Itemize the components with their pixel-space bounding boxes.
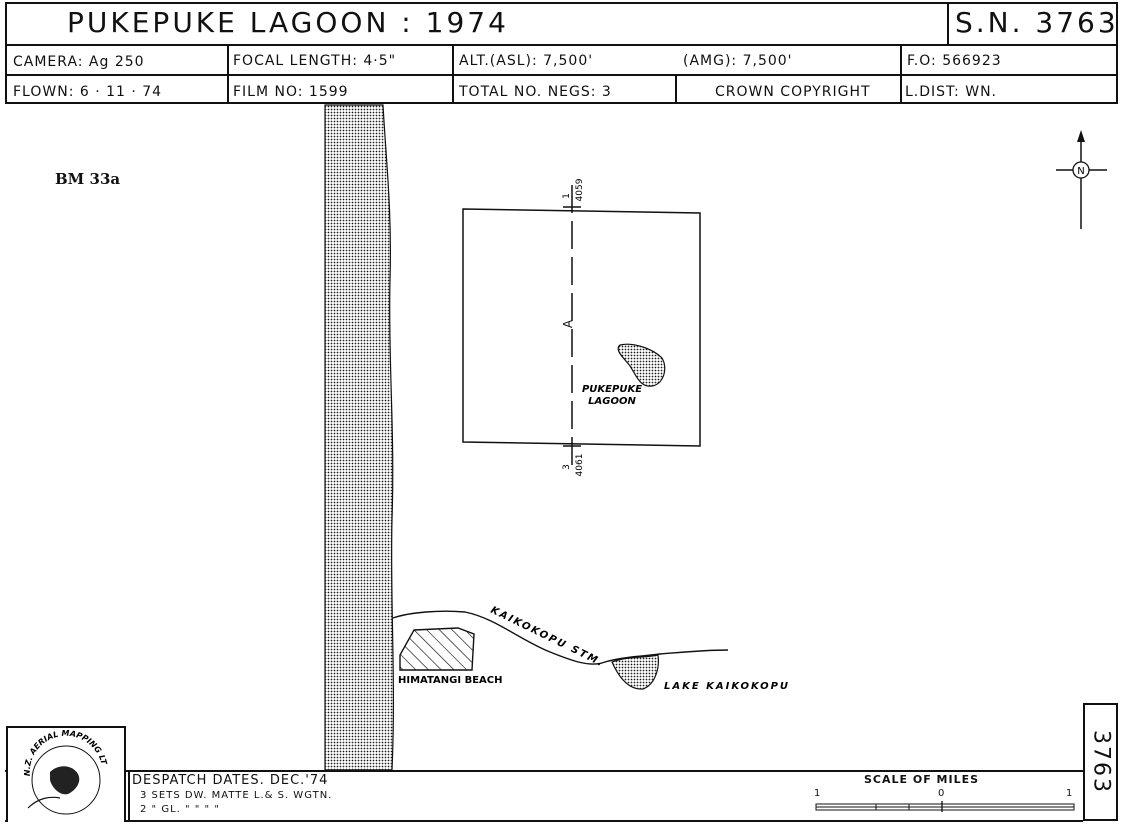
flown-field: FLOWN: 6 · 11 · 74 <box>13 84 163 100</box>
divider <box>7 74 1116 76</box>
stream-label: KAIKOKOPU STM. <box>489 605 606 670</box>
run-label: A <box>561 319 575 328</box>
beach-label: HIMATANGI BEACH <box>398 675 502 686</box>
focal-length-field: FOCAL LENGTH: 4·5" <box>233 53 397 69</box>
title-block: PUKEPUKE LAGOON : 1974 S.N. 3763 CAMERA:… <box>5 2 1118 104</box>
company-logo: N.Z. AERIAL MAPPING LTD. <box>5 721 126 822</box>
altitude-amg-field: (AMG): 7,500' <box>683 53 793 69</box>
fo-field: F.O: 566923 <box>907 53 1002 69</box>
bottom-code-b: 4061 <box>575 454 585 477</box>
map-title: PUKEPUKE LAGOON : 1974 <box>67 6 509 39</box>
kaikokopu-stream <box>392 610 729 665</box>
footer-divider <box>5 770 1083 772</box>
pukepuke-lagoon <box>617 343 666 387</box>
logo-emblem-icon: N.Z. AERIAL MAPPING LTD. <box>5 721 109 815</box>
scale-label-left: 1 <box>814 788 822 799</box>
top-code-b: 4059 <box>575 178 585 201</box>
l-dist-field: L.DIST: WN. <box>905 84 997 100</box>
divider <box>675 74 677 104</box>
despatch-line-1: 3 SETS DW. MATTE L.& S. WGTN. <box>140 790 333 801</box>
north-symbol: N <box>1077 166 1084 177</box>
footer-divider <box>128 770 130 822</box>
total-negs-field: TOTAL NO. NEGS: 3 <box>459 84 612 100</box>
top-code-a: 1 <box>562 193 572 199</box>
film-no-field: FILM NO: 1599 <box>233 84 349 100</box>
scale-label-zero: 0 <box>938 788 946 799</box>
divider <box>947 4 949 44</box>
camera-field: CAMERA: Ag 250 <box>13 54 145 70</box>
himatangi-block <box>399 627 475 671</box>
serial-number: S.N. 3763 <box>955 6 1119 39</box>
divider <box>227 44 229 104</box>
side-serial-box: 3763 <box>1083 703 1118 821</box>
divider <box>7 44 1116 46</box>
lake-kaikokopu <box>611 654 659 690</box>
bm-label: BM 33a <box>55 170 121 188</box>
bottom-code-a: 3 <box>562 464 572 470</box>
lagoon-label-2: LAGOON <box>588 396 636 407</box>
despatch-line-2: 2 " GL. " " " " <box>140 804 220 815</box>
copyright-field: CROWN COPYRIGHT <box>715 84 871 100</box>
divider <box>900 44 902 104</box>
side-serial-number: 3763 <box>1088 730 1113 794</box>
coastal-strip <box>324 104 395 771</box>
divider <box>452 44 454 104</box>
footer-divider <box>5 820 1083 822</box>
altitude-asl-field: ALT.(ASL): 7,500' <box>459 53 594 69</box>
scale-title: SCALE OF MILES <box>864 773 980 786</box>
despatch-dates: DESPATCH DATES. DEC.'74 <box>132 773 329 788</box>
scale-label-right: 1 <box>1066 788 1074 799</box>
coverage-frame <box>462 208 701 447</box>
north-arrow-icon: N <box>1056 130 1107 229</box>
lagoon-label-1: PUKEPUKE <box>582 384 642 395</box>
lake-label: LAKE KAIKOKOPU <box>664 681 790 692</box>
scale-bar <box>815 801 1075 812</box>
